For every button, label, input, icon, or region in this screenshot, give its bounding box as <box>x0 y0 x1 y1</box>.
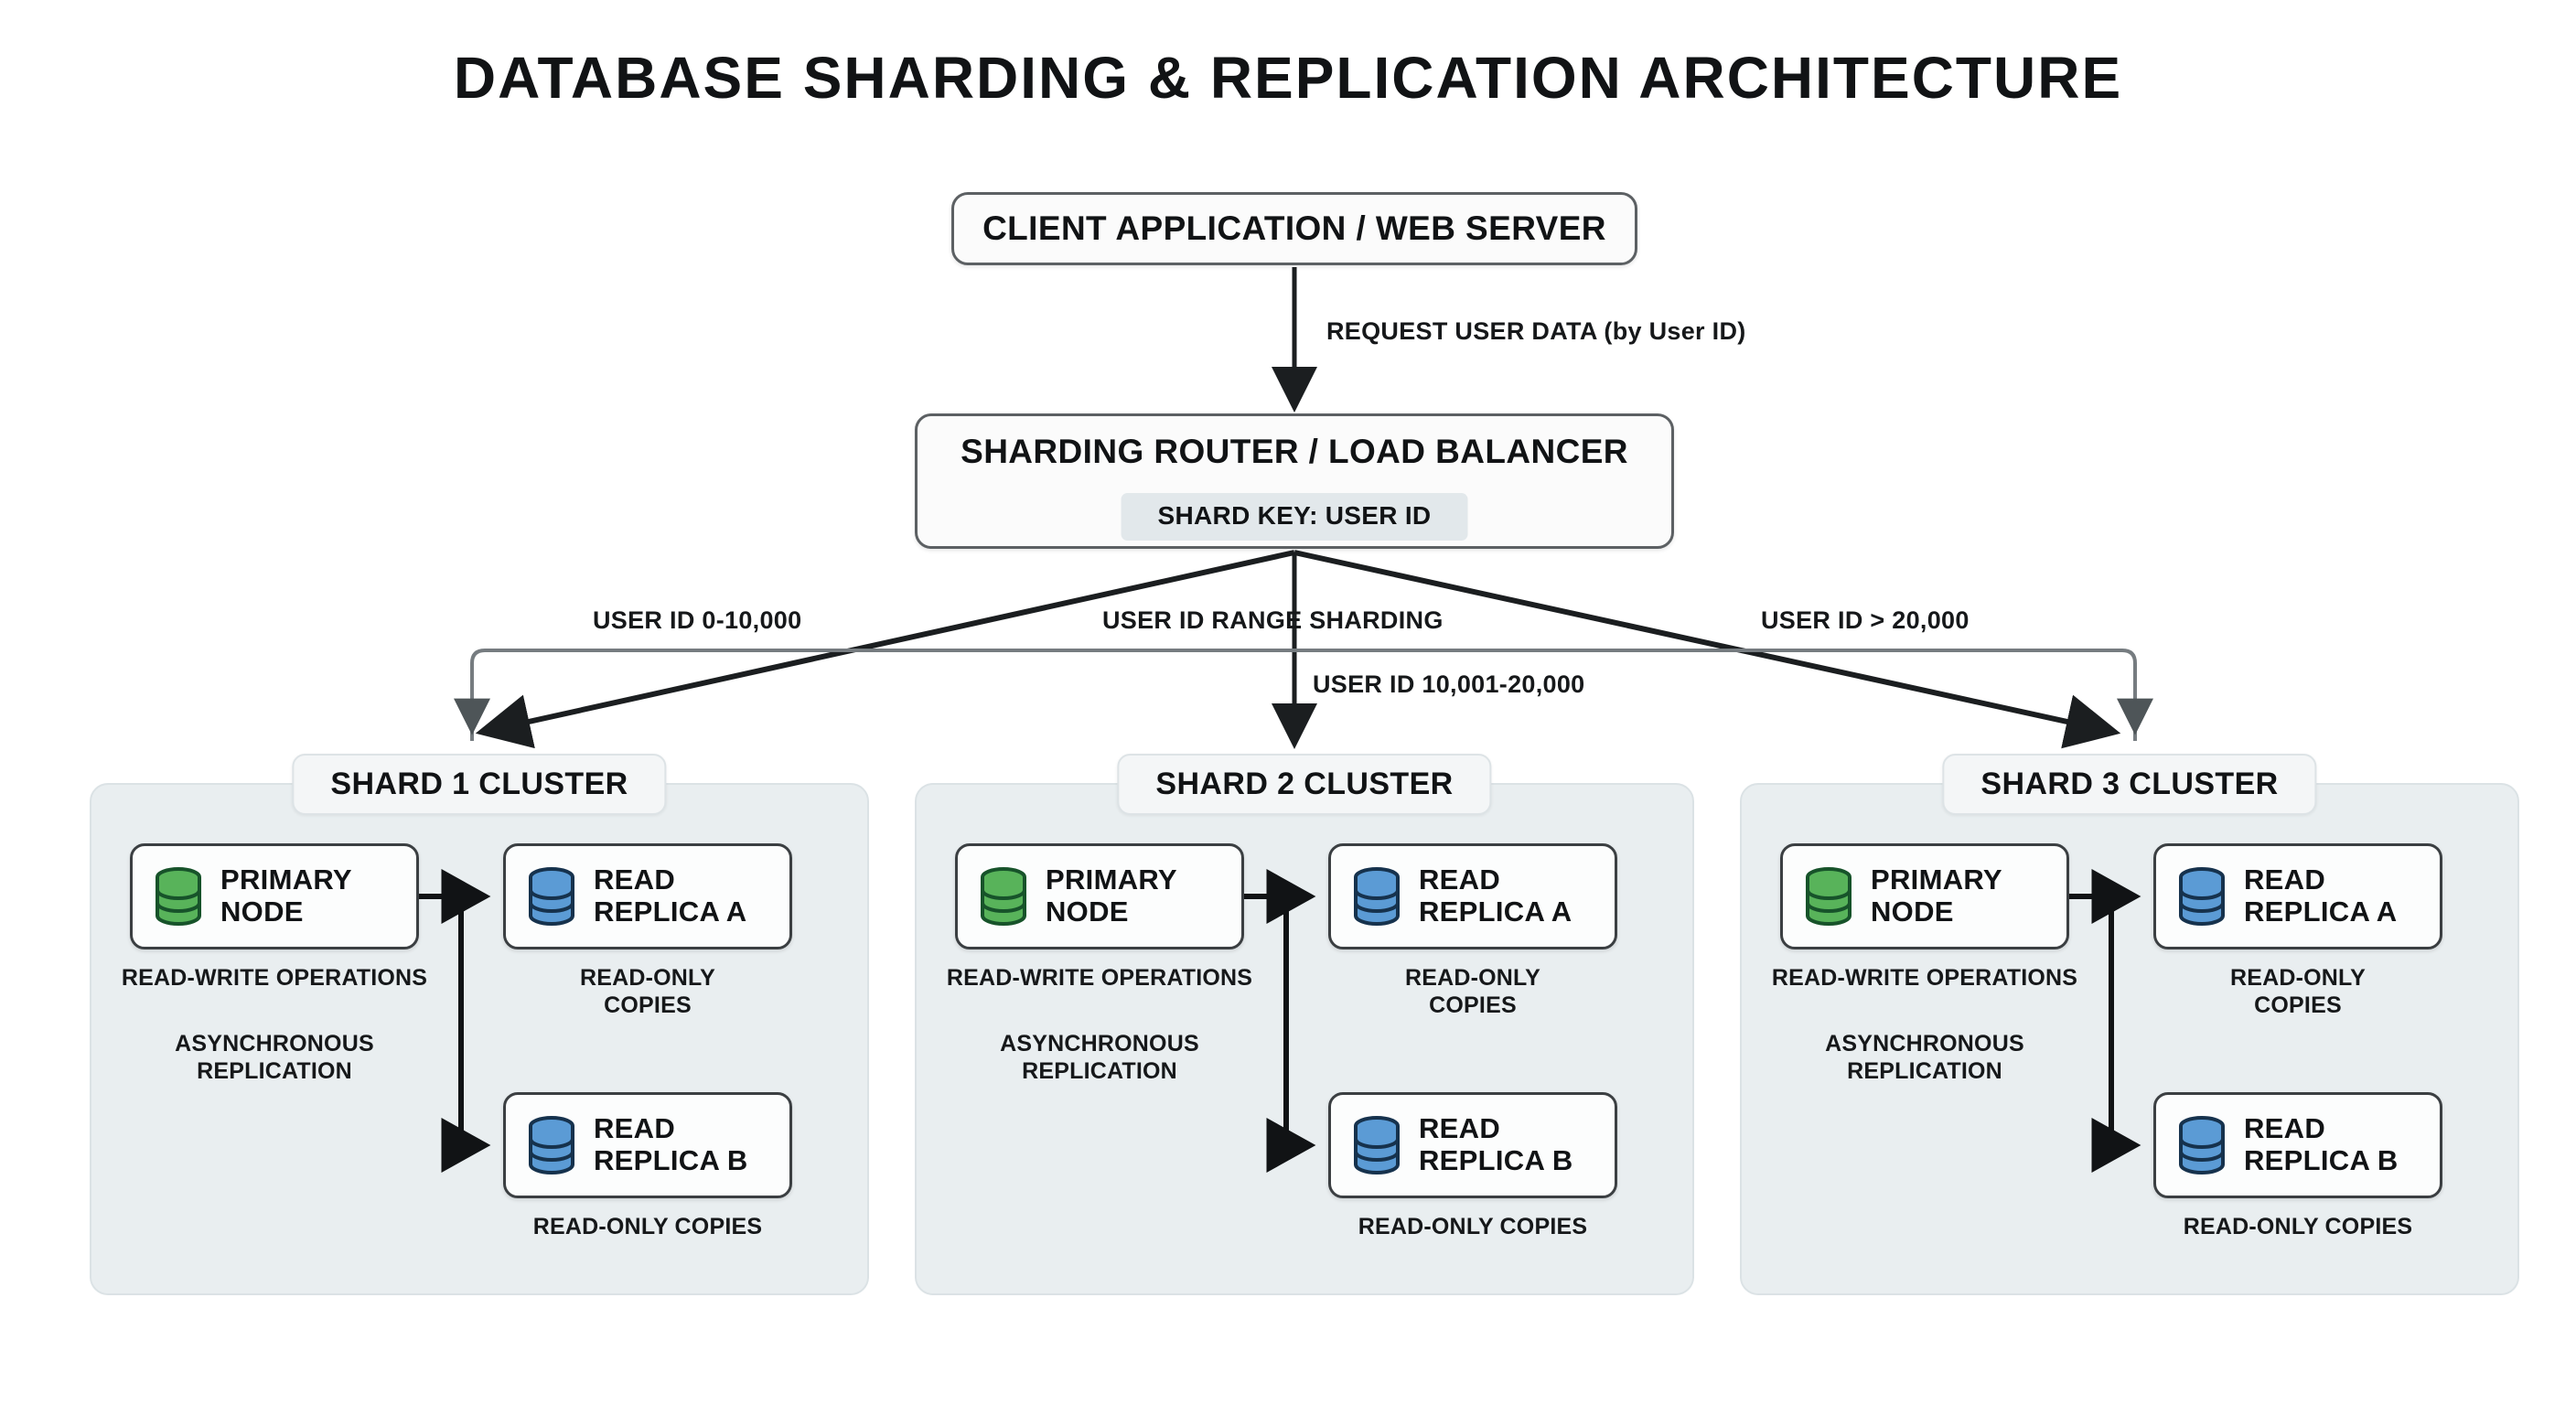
primary-node-card[interactable]: PRIMARY NODE <box>1780 843 2069 949</box>
shard-cluster-3[interactable]: SHARD 3 CLUSTER PRIMARY NODE <box>1740 754 2519 1295</box>
shard-span-bracket <box>470 649 2137 741</box>
read-only-copies-caption-b: READ-ONLY COPIES <box>2183 1214 2413 1239</box>
edge-label-shard1-range: USER ID 0-10,000 <box>593 606 802 634</box>
database-cylinder-icon <box>1354 1116 1400 1174</box>
read-write-operations-caption: READ-WRITE OPERATIONS <box>1771 965 2078 991</box>
read-replica-b-card[interactable]: READ REPLICA B <box>1328 1092 1617 1198</box>
read-replica-a-label: READ REPLICA A <box>2244 863 2398 928</box>
shard-key-badge: SHARD KEY: USER ID <box>1121 493 1468 541</box>
database-cylinder-icon <box>1354 867 1400 926</box>
read-replica-a-label: READ REPLICA A <box>594 863 747 928</box>
primary-node-card[interactable]: PRIMARY NODE <box>955 843 1244 949</box>
edge-router-to-shard3 <box>1293 550 2121 749</box>
page-title: DATABASE SHARDING & REPLICATION ARCHITEC… <box>453 45 2123 111</box>
read-replica-b-label: READ REPLICA B <box>594 1112 748 1176</box>
read-write-operations-caption: READ-WRITE OPERATIONS <box>121 965 428 991</box>
client-application-label: CLIENT APPLICATION / WEB SERVER <box>982 209 1606 247</box>
read-only-copies-caption-b: READ-ONLY COPIES <box>532 1214 763 1239</box>
read-only-copies-caption-b: READ-ONLY COPIES <box>1358 1214 1588 1239</box>
read-replica-a-card[interactable]: READ REPLICA A <box>1328 843 1617 949</box>
read-replica-b-card[interactable]: READ REPLICA B <box>2153 1092 2442 1198</box>
database-cylinder-icon <box>1806 867 1852 926</box>
read-write-operations-caption: READ-WRITE OPERATIONS <box>946 965 1253 991</box>
read-replica-b-card[interactable]: READ REPLICA B <box>503 1092 792 1198</box>
read-replica-a-card[interactable]: READ REPLICA A <box>2153 843 2442 949</box>
read-only-copies-caption-a: READ-ONLY COPIES <box>1404 965 1541 1018</box>
database-cylinder-icon <box>2179 1116 2225 1174</box>
client-application-node[interactable]: CLIENT APPLICATION / WEB SERVER <box>951 192 1637 265</box>
shard-cluster-2[interactable]: SHARD 2 CLUSTER PRIMARY NODE <box>915 754 1694 1295</box>
sharding-router-node[interactable]: SHARDING ROUTER / LOAD BALANCER SHARD KE… <box>915 413 1674 549</box>
edge-label-range-sharding: USER ID RANGE SHARDING <box>1102 606 1444 634</box>
read-replica-a-card[interactable]: READ REPLICA A <box>503 843 792 949</box>
shard-cluster-1[interactable]: SHARD 1 CLUSTER PRIMARY NODE <box>90 754 869 1295</box>
shard-cluster-2-header: SHARD 2 CLUSTER <box>1117 754 1492 815</box>
database-cylinder-icon <box>981 867 1026 926</box>
database-cylinder-icon <box>529 867 574 926</box>
edge-label-request-user-data: REQUEST USER DATA (by User ID) <box>1326 317 1746 345</box>
async-replication-caption: ASYNCHRONOUS REPLICATION <box>175 1031 374 1084</box>
read-replica-b-label: READ REPLICA B <box>2244 1112 2399 1176</box>
async-replication-caption: ASYNCHRONOUS REPLICATION <box>1000 1031 1199 1084</box>
read-only-copies-caption-a: READ-ONLY COPIES <box>2229 965 2367 1018</box>
database-cylinder-icon <box>2179 867 2225 926</box>
read-replica-a-label: READ REPLICA A <box>1419 863 1572 928</box>
shard-cluster-1-header: SHARD 1 CLUSTER <box>292 754 667 815</box>
edge-label-shard2-range: USER ID 10,001-20,000 <box>1313 670 1585 698</box>
database-cylinder-icon <box>529 1116 574 1174</box>
primary-node-label: PRIMARY NODE <box>220 863 352 928</box>
read-only-copies-caption-a: READ-ONLY COPIES <box>579 965 716 1018</box>
sharding-router-label: SHARDING ROUTER / LOAD BALANCER <box>961 433 1628 470</box>
async-replication-caption: ASYNCHRONOUS REPLICATION <box>1825 1031 2024 1084</box>
database-cylinder-icon <box>156 867 201 926</box>
primary-node-label: PRIMARY NODE <box>1871 863 2002 928</box>
primary-node-card[interactable]: PRIMARY NODE <box>130 843 419 949</box>
edge-router-to-shard1 <box>475 550 1295 749</box>
primary-node-label: PRIMARY NODE <box>1046 863 1177 928</box>
shard-cluster-3-header: SHARD 3 CLUSTER <box>1942 754 2317 815</box>
edge-label-shard3-range: USER ID > 20,000 <box>1761 606 1970 634</box>
read-replica-b-label: READ REPLICA B <box>1419 1112 1573 1176</box>
